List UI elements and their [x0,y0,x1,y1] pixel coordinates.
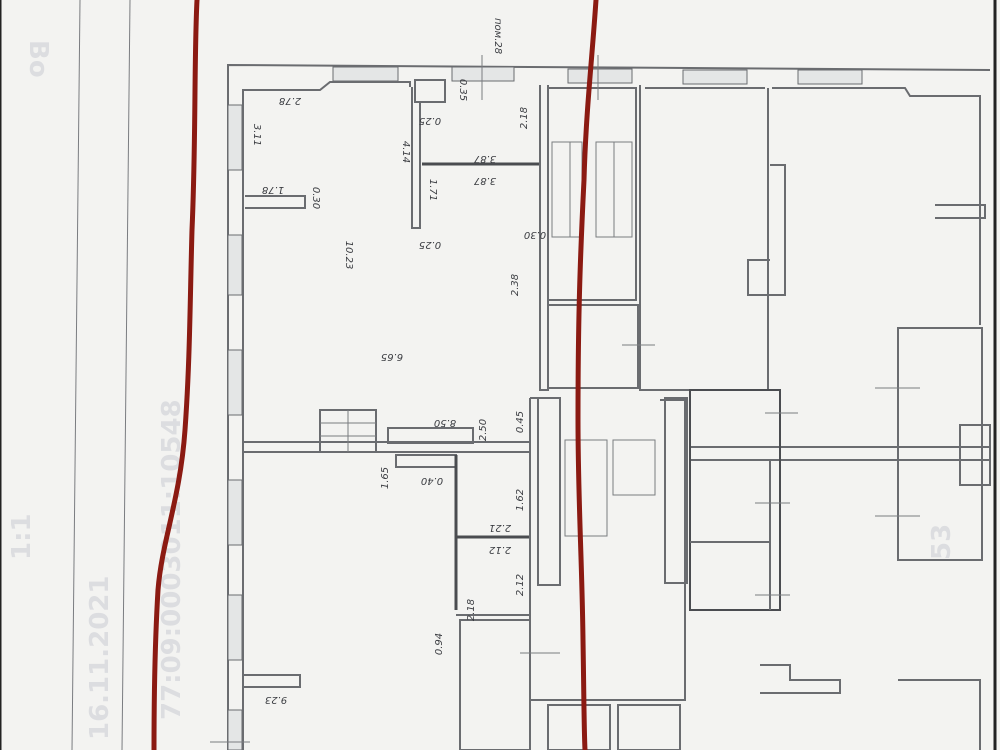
room-label: пом.28 [492,18,503,54]
dimension-label: 3.11 [251,124,262,146]
dimension-label: 0.30 [310,187,321,209]
dimension-label: 3.87 [473,175,496,186]
dimension-label: 1.65 [380,467,391,489]
dimension-label: 2.21 [489,522,511,533]
walls [210,55,991,750]
bleed-through-text: Во 1:1 77:09:0003011:10548 16.11.2021 53 [7,40,957,740]
dimension-label: 0.94 [434,633,445,655]
dimension-label: 0.45 [515,411,526,433]
dimension-label: 2.18 [466,599,477,621]
dimension-label: 10.23 [343,241,354,270]
dimension-label: 0.40 [421,475,443,486]
dimension-label: 9.23 [265,694,287,705]
ghost-text: 16.11.2021 [85,576,115,740]
dimension-label: 2.12 [489,544,511,555]
dimension-label: 0.25 [419,115,441,126]
dimension-label: 2.38 [510,274,521,296]
dimension-label: 3.87 [473,153,496,164]
dimension-label: 8.50 [434,417,456,428]
dimension-label: 0.25 [419,239,441,250]
dimension-label: 1.71 [427,179,438,201]
dimension-label: 6.65 [381,351,403,362]
dimension-label: 2.18 [519,107,530,129]
dimension-label: 4.14 [400,141,411,163]
ghost-text: 53 [927,524,957,560]
dimension-label: 0.30 [524,229,546,240]
dimension-label: 0.35 [457,79,468,101]
ghost-text: Во [23,40,53,78]
dimension-label: 1.62 [515,489,526,511]
ghost-text: 1:1 [7,513,37,560]
dimension-label: 2.50 [478,419,489,441]
dimension-label: 2.12 [515,574,526,596]
dimension-labels: 2.78 3.11 1.78 0.30 4.14 1.71 0.25 0.35 3.87 3.87… [0,0,546,705]
markup-line-right [575,0,599,750]
dimension-label: 1.78 [262,184,284,195]
dimension-label: 1.79 [0,0,11,3]
markup-line-left [151,0,200,750]
dimension-label: 2.78 [279,95,301,106]
